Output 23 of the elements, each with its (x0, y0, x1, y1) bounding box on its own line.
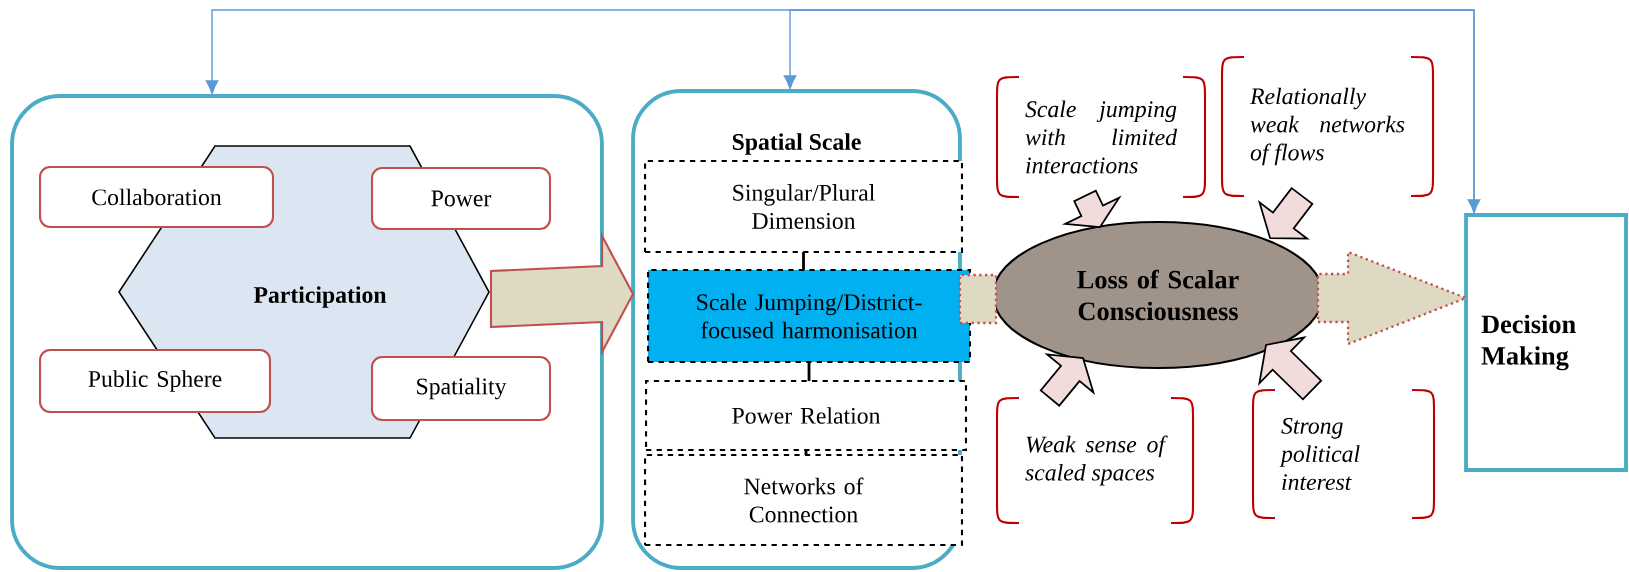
term-box: Spatiality (370, 355, 552, 422)
term-box: Public Sphere (38, 348, 272, 414)
connector-line (804, 450, 808, 455)
block-arrow (1039, 353, 1096, 407)
bracketed-note: Relationally weak networks of flows (1220, 55, 1435, 198)
block-arrow (1061, 189, 1122, 228)
decision-box: Decision Making (1464, 213, 1628, 472)
arrow (205, 9, 1481, 214)
highlighted-box: Scale Jumping/District-focused harmonisation (647, 268, 972, 364)
connector-line (807, 362, 811, 381)
dashed-box: Networks of Connection (644, 453, 964, 547)
term-box: Power (370, 166, 552, 231)
dashed-box: Singular/Plural Dimension (644, 159, 964, 254)
bracketed-note: Strong political interest (1251, 388, 1436, 520)
block-arrow (489, 231, 635, 357)
rounded-panel (10, 94, 604, 570)
connector-line (802, 252, 805, 270)
bracketed-note: Weak sense of scaled spaces (995, 396, 1195, 525)
dashed-box: Power Relation (645, 379, 968, 452)
bracketed-note: Scale jumping with limited interactions (995, 75, 1207, 199)
term-box: Collaboration (38, 165, 275, 229)
arrow (783, 9, 1475, 216)
block-arrow (958, 273, 998, 325)
